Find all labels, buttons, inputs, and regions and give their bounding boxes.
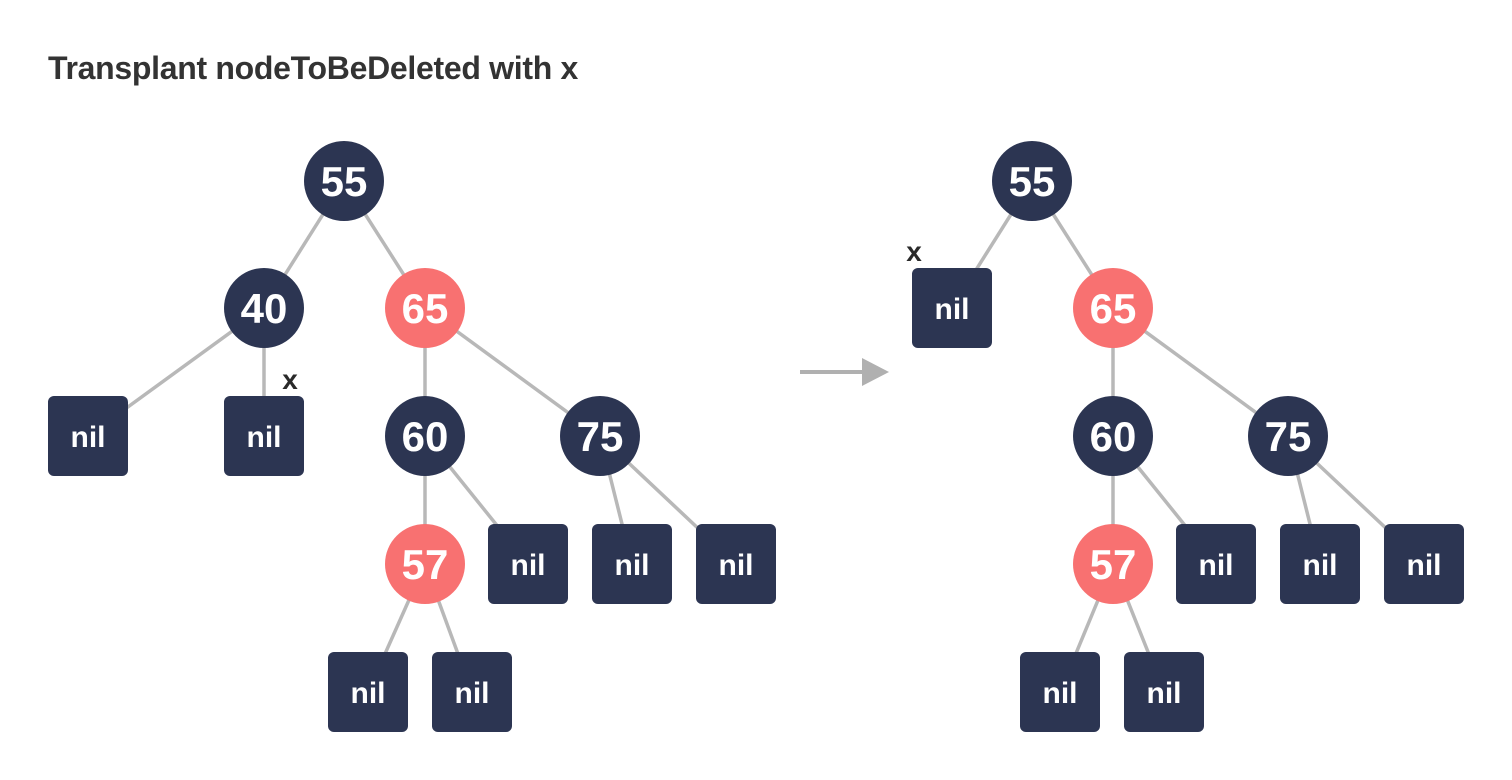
black-node-circle: [304, 141, 384, 221]
x-marker-label: x: [282, 364, 298, 395]
nil-box: [224, 396, 304, 476]
tree-node-60: 60: [1073, 396, 1153, 476]
nil-label: nil: [71, 421, 106, 454]
tree-node-60: 60: [385, 396, 465, 476]
node-value-label: 65: [1090, 285, 1137, 332]
node-value-label: 40: [241, 285, 288, 332]
node-value-label: 57: [1090, 541, 1137, 588]
red-node-circle: [385, 268, 465, 348]
nil-label: nil: [455, 677, 490, 710]
nil-leaf-node: nil: [592, 524, 672, 604]
tree-node-75: 75: [1248, 396, 1328, 476]
tree-node-65: 65: [1073, 268, 1153, 348]
nil-box: [328, 652, 408, 732]
tree-after-edges: [950, 180, 1426, 693]
nil-leaf-node: nil: [328, 652, 408, 732]
red-node-circle: [1073, 524, 1153, 604]
node-value-label: 75: [1265, 413, 1312, 460]
nil-label: nil: [1199, 549, 1234, 582]
black-node-circle: [1073, 396, 1153, 476]
black-node-circle: [224, 268, 304, 348]
nil-box: [1384, 524, 1464, 604]
tree-node-57: 57: [385, 524, 465, 604]
arrow-head-icon: [862, 358, 889, 386]
nil-leaf-node: nil: [1384, 524, 1464, 604]
node-value-label: 55: [321, 158, 368, 205]
black-node-circle: [1248, 396, 1328, 476]
transition-arrow: [800, 358, 889, 386]
nil-leaf-node: nil: [1124, 652, 1204, 732]
nil-label: nil: [1303, 549, 1338, 582]
nil-box: [1176, 524, 1256, 604]
nil-label: nil: [1043, 677, 1078, 710]
nil-box: [592, 524, 672, 604]
black-node-circle: [385, 396, 465, 476]
nil-box: [696, 524, 776, 604]
nil-leaf-node: nil: [488, 524, 568, 604]
node-value-label: 57: [402, 541, 449, 588]
nil-label: nil: [935, 293, 970, 326]
red-node-circle: [1073, 268, 1153, 348]
tree-node-55: 55: [992, 141, 1072, 221]
node-value-label: 60: [1090, 413, 1137, 460]
nil-label: nil: [247, 421, 282, 454]
x-marker-label: x: [906, 236, 922, 267]
black-node-circle: [560, 396, 640, 476]
node-value-label: 65: [402, 285, 449, 332]
tree-node-65: 65: [385, 268, 465, 348]
node-value-label: 60: [402, 413, 449, 460]
nil-label: nil: [511, 549, 546, 582]
nil-box: [1020, 652, 1100, 732]
nil-box: [1280, 524, 1360, 604]
nil-leaf-node: nil: [48, 396, 128, 476]
nil-label: nil: [351, 677, 386, 710]
nil-leaf-node: nil: [696, 524, 776, 604]
node-value-label: 55: [1009, 158, 1056, 205]
nil-leaf-node: nil: [1020, 652, 1100, 732]
nil-box: [48, 396, 128, 476]
nil-label: nil: [719, 549, 754, 582]
nil-label: nil: [1407, 549, 1442, 582]
nil-box: [488, 524, 568, 604]
tree-node-40: 40: [224, 268, 304, 348]
nil-box: [912, 268, 992, 348]
diagram-title: Transplant nodeToBeDeleted with x: [48, 50, 579, 86]
nil-leaf-node: nil: [432, 652, 512, 732]
nil-leaf-node: nil: [1280, 524, 1360, 604]
node-value-label: 75: [577, 413, 624, 460]
nil-box: [1124, 652, 1204, 732]
tree-node-55: 55: [304, 141, 384, 221]
tree-node-57: 57: [1073, 524, 1153, 604]
nil-leaf-node: nil: [1176, 524, 1256, 604]
tree-node-75: 75: [560, 396, 640, 476]
black-node-circle: [992, 141, 1072, 221]
nil-label: nil: [615, 549, 650, 582]
nil-box: [432, 652, 512, 732]
red-node-circle: [385, 524, 465, 604]
nil-label: nil: [1147, 677, 1182, 710]
